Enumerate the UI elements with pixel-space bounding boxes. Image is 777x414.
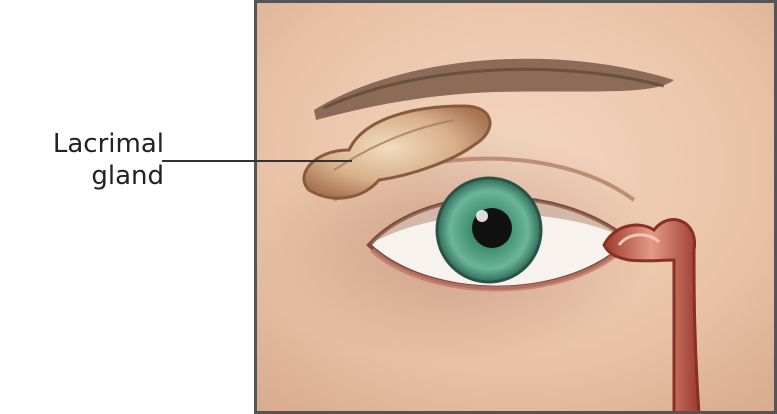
label-line-1: Lacrimal [36,128,164,160]
lacrimal-gland-label: Lacrimal gland [36,128,164,192]
label-line-2: gland [36,160,164,192]
eye-illustration [254,0,777,414]
label-leader-line [162,160,352,162]
